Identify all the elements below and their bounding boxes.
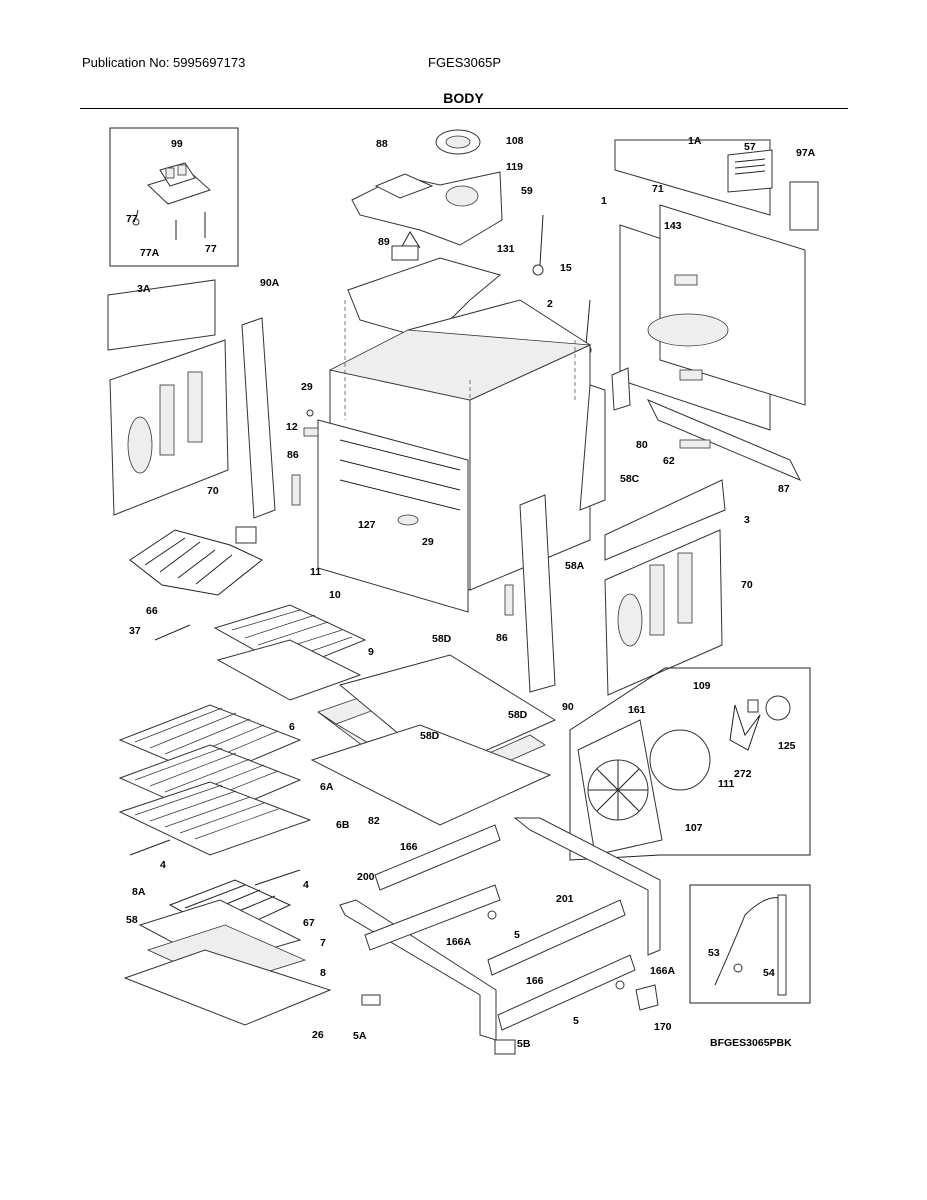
callout-label: 77A <box>140 247 160 259</box>
callout-label: 201 <box>556 893 574 905</box>
callout-label: 166A <box>650 965 676 977</box>
callout-label: 8 <box>320 967 326 979</box>
callout-label: 15 <box>560 262 572 274</box>
callout-label: 272 <box>734 768 752 780</box>
callout-label: 86 <box>496 632 508 644</box>
lower-frame <box>310 654 557 826</box>
broil-pan <box>154 604 367 701</box>
header-divider <box>80 108 848 109</box>
callout-labels: 99 77 77A 77 88 108 119 59 89 131 15 2 1… <box>126 135 816 1050</box>
inset-box-convection-fan <box>569 667 811 861</box>
callout-label: 29 <box>301 381 313 393</box>
callout-label: 54 <box>763 967 775 979</box>
callout-label: 1 <box>601 195 607 207</box>
callout-label: 1A <box>688 135 702 147</box>
callout-label: 58A <box>565 560 585 572</box>
callout-label: 12 <box>286 421 298 433</box>
callout-label: 170 <box>654 1021 672 1033</box>
callout-label: 3 <box>744 514 750 526</box>
callout-label: 166A <box>446 936 472 948</box>
callout-label: 88 <box>376 138 388 150</box>
callout-label: 90 <box>562 701 574 713</box>
callout-label: 58 <box>126 914 138 926</box>
rear-panel-assembly <box>579 139 819 511</box>
base-frame <box>339 817 661 1055</box>
upper-duct-assembly <box>347 129 592 356</box>
callout-label: 2 <box>547 298 553 310</box>
callout-label: 62 <box>663 455 675 467</box>
callout-label: 57 <box>744 141 756 153</box>
callout-label: 71 <box>652 183 664 195</box>
callout-label: 109 <box>693 680 711 692</box>
callout-label: 37 <box>129 625 141 637</box>
right-side-panel <box>504 479 726 696</box>
callout-label: 5A <box>353 1030 367 1042</box>
inset-box-sensor <box>689 884 811 1004</box>
callout-label: 77 <box>126 213 138 225</box>
callout-label: 77 <box>205 243 217 255</box>
callout-label: 66 <box>146 605 158 617</box>
callout-label: 107 <box>685 822 703 834</box>
callout-label: 6A <box>320 781 334 793</box>
callout-label: 161 <box>628 704 646 716</box>
callout-label: 108 <box>506 135 524 147</box>
callout-label: 53 <box>708 947 720 959</box>
oven-racks <box>118 704 312 886</box>
callout-label: 4 <box>160 859 166 871</box>
oven-cavity <box>317 299 592 613</box>
diagram-code: BFGES3065PBK <box>710 1037 792 1049</box>
callout-label: 87 <box>778 483 790 495</box>
callout-label: 67 <box>303 917 315 929</box>
callout-label: 3A <box>137 283 151 295</box>
callout-label: 119 <box>506 161 523 173</box>
callout-label: 59 <box>521 185 533 197</box>
callout-label: 125 <box>778 740 796 752</box>
callout-label: 58D <box>508 709 528 721</box>
callout-label: 58D <box>432 633 452 645</box>
callout-label: 90A <box>260 277 280 289</box>
callout-label: 9 <box>368 646 374 658</box>
bake-element-and-floor <box>123 879 332 1026</box>
inset-box-transformer <box>109 127 239 267</box>
callout-label: 166 <box>400 841 418 853</box>
callout-label: 10 <box>329 589 341 601</box>
callout-label: 58D <box>420 730 440 742</box>
callout-label: 11 <box>310 566 321 578</box>
callout-label: 5B <box>517 1038 531 1050</box>
publication-number: Publication No: 5995697173 <box>82 55 246 70</box>
page-title: BODY <box>443 90 484 106</box>
callout-label: 26 <box>312 1029 324 1041</box>
callout-label: 200 <box>357 871 375 883</box>
callout-label: 8A <box>132 886 146 898</box>
callout-label: 80 <box>636 439 648 451</box>
callout-label: 70 <box>207 485 219 497</box>
callout-label: 7 <box>320 937 326 949</box>
callout-label: 29 <box>422 536 434 548</box>
callout-label: 111 <box>718 778 735 790</box>
callout-label: 143 <box>664 220 682 232</box>
callout-label: 58C <box>620 473 640 485</box>
callout-label: 89 <box>378 236 390 248</box>
left-side-panel <box>107 279 319 519</box>
callout-label: 97A <box>796 147 816 159</box>
callout-label: 127 <box>358 519 376 531</box>
callout-label: 166 <box>526 975 544 987</box>
broil-element <box>129 526 263 596</box>
callout-label: 6B <box>336 819 350 831</box>
callout-label: 5 <box>514 929 520 941</box>
callout-label: 6 <box>289 721 295 733</box>
callout-label: 4 <box>303 879 309 891</box>
model-number: FGES3065P <box>428 55 501 70</box>
callout-label: 131 <box>497 243 515 255</box>
callout-label: 86 <box>287 449 299 461</box>
callout-label: 5 <box>573 1015 579 1027</box>
callout-label: 99 <box>171 138 183 150</box>
callout-label: 70 <box>741 579 753 591</box>
callout-label: 82 <box>368 815 380 827</box>
